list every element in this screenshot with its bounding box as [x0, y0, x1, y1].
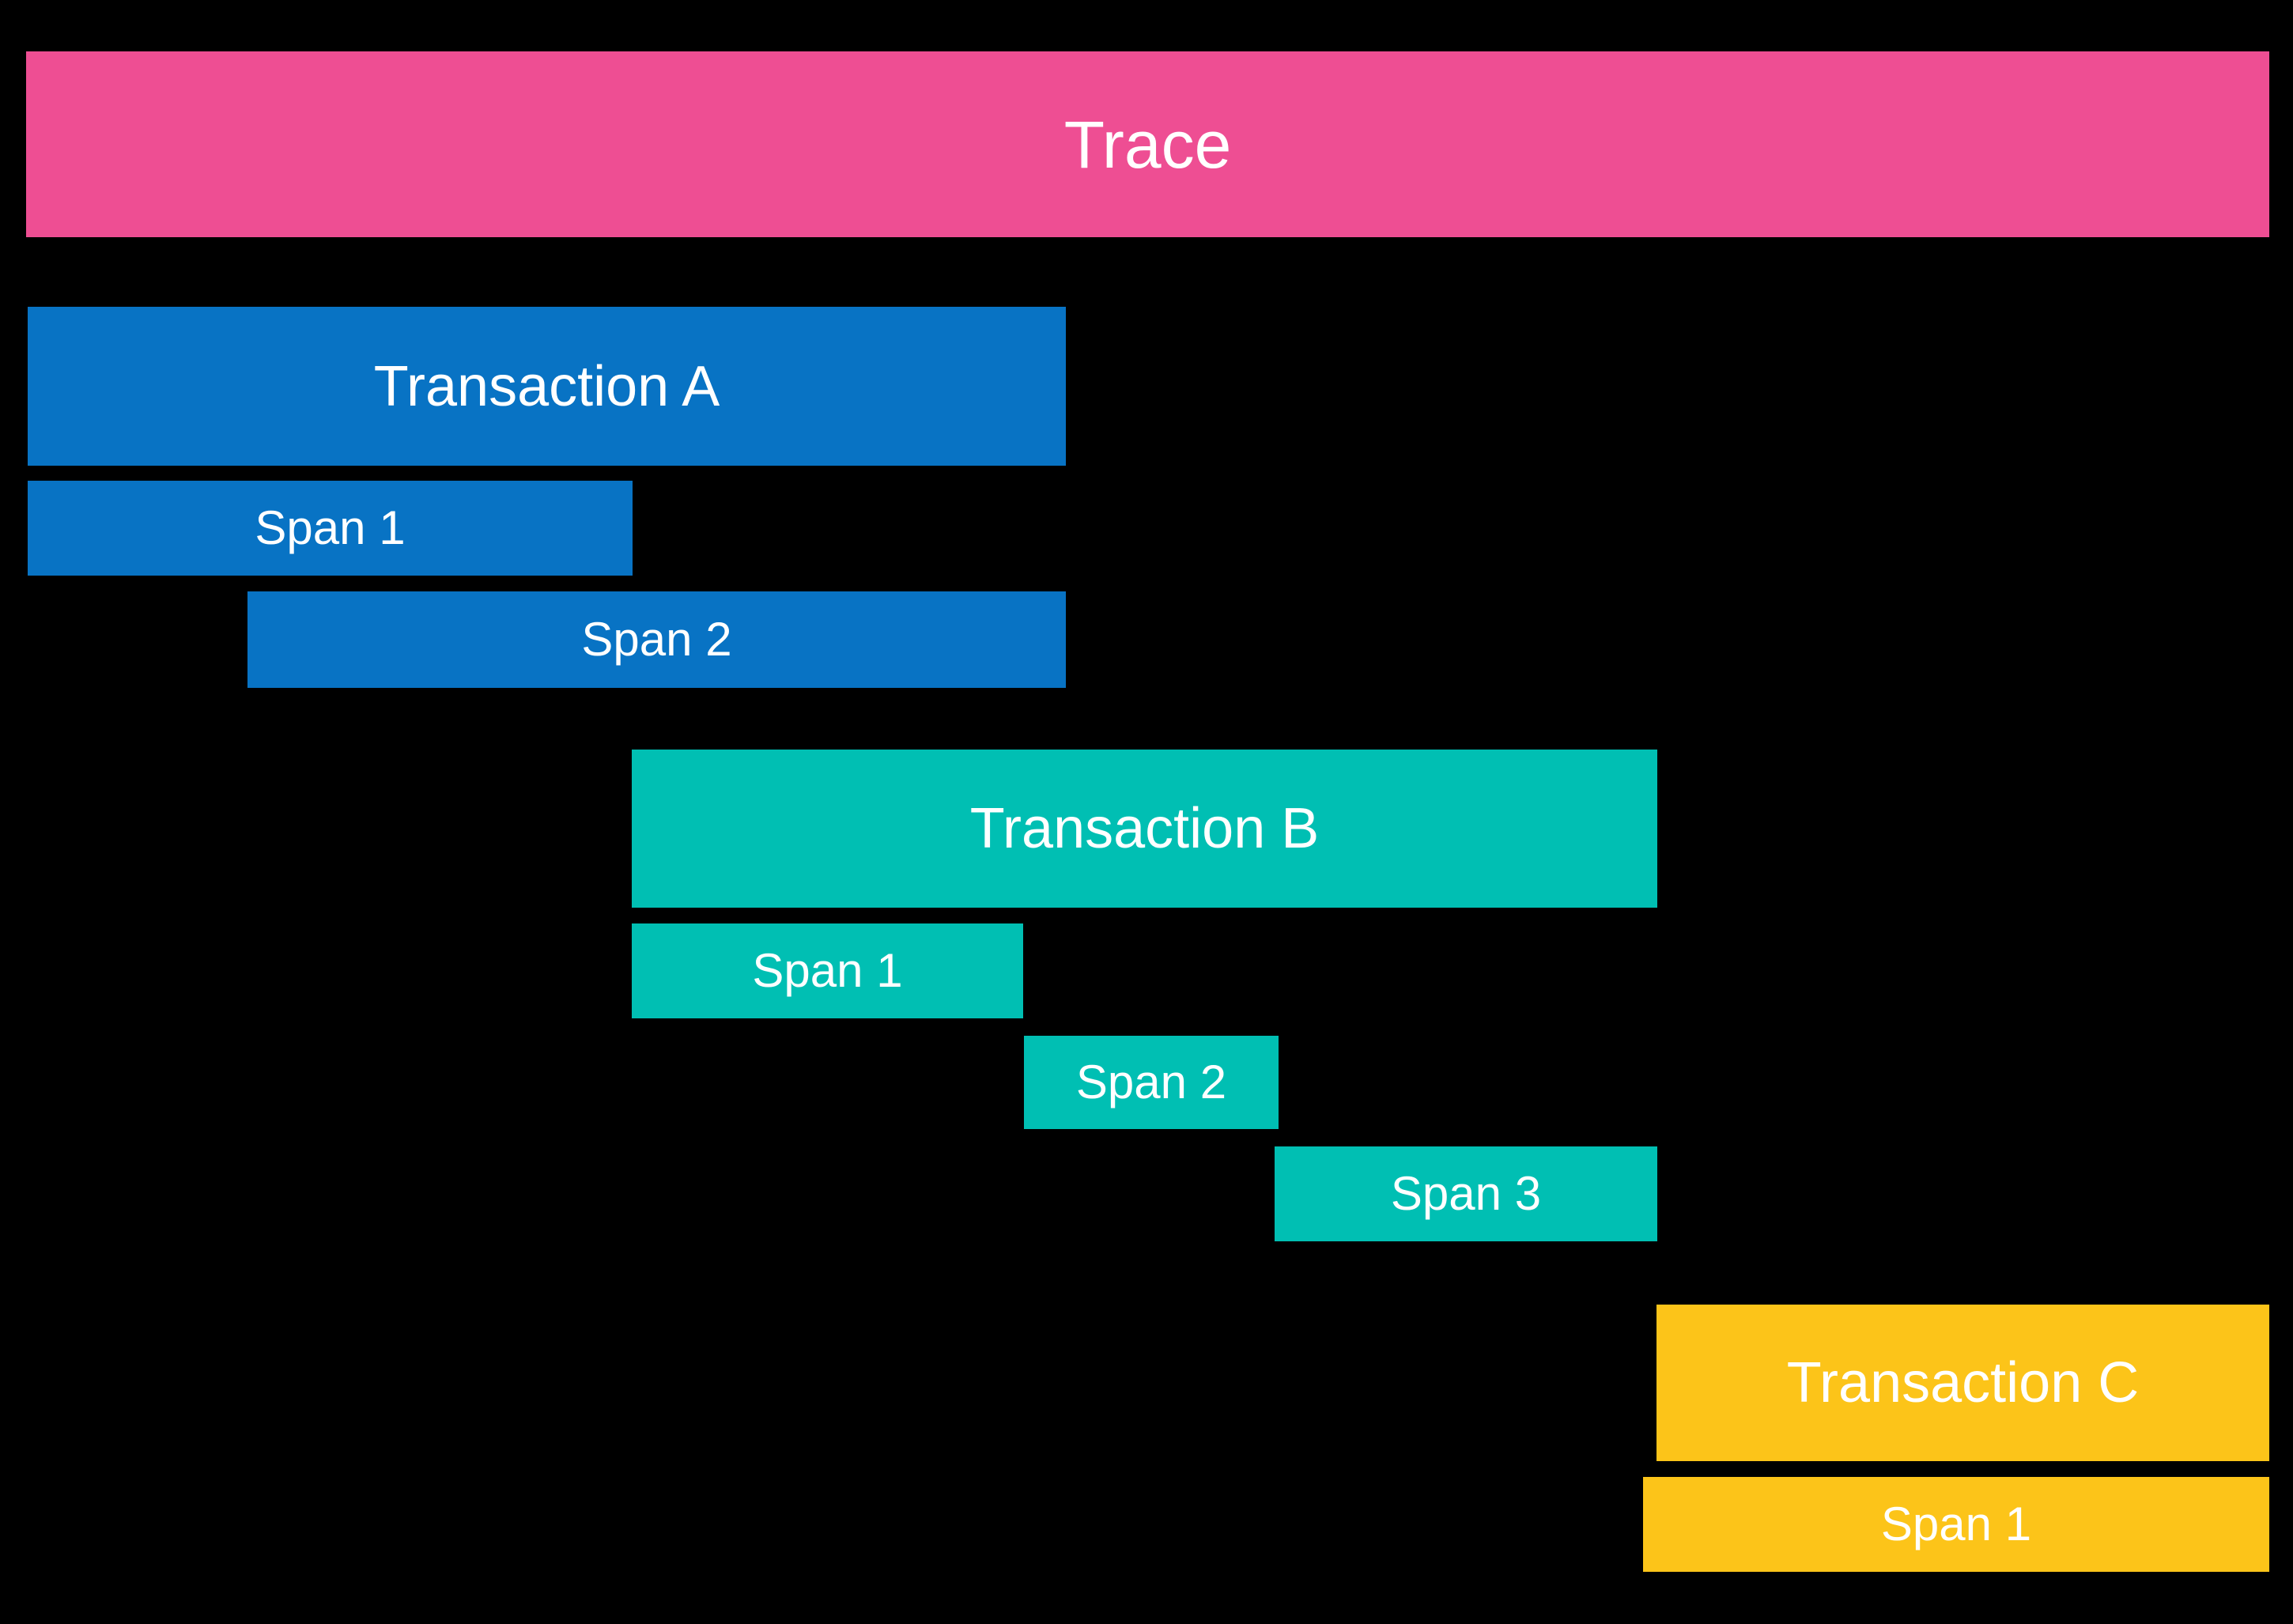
bar-transaction-b-span-2: Span 2 [1024, 1036, 1279, 1129]
bar-label-transaction-a: Transaction A [373, 354, 720, 418]
bar-label-transaction-a-span-1: Span 1 [255, 501, 406, 554]
bar-label-transaction-b-span-1: Span 1 [752, 944, 903, 997]
bar-transaction-b-span-3: Span 3 [1275, 1146, 1657, 1241]
bar-transaction-b-span-1: Span 1 [632, 923, 1023, 1018]
bar-transaction-b: Transaction B [632, 750, 1657, 908]
bar-transaction-c-span-1: Span 1 [1643, 1477, 2269, 1572]
bar-label-trace: Trace [1063, 107, 1232, 182]
bar-label-transaction-a-span-2: Span 2 [581, 613, 732, 666]
bar-transaction-a: Transaction A [28, 307, 1066, 466]
bar-label-transaction-b-span-2: Span 2 [1075, 1056, 1227, 1108]
bar-label-transaction-c-span-1: Span 1 [1880, 1497, 2032, 1550]
bar-transaction-c: Transaction C [1656, 1305, 2269, 1461]
bar-label-transaction-c: Transaction C [1786, 1351, 2140, 1414]
bar-trace: Trace [26, 51, 2269, 237]
bar-transaction-a-span-2: Span 2 [247, 591, 1066, 688]
bar-label-transaction-b-span-3: Span 3 [1390, 1167, 1542, 1220]
bar-transaction-a-span-1: Span 1 [28, 481, 633, 576]
bar-label-transaction-b: Transaction B [969, 797, 1320, 860]
